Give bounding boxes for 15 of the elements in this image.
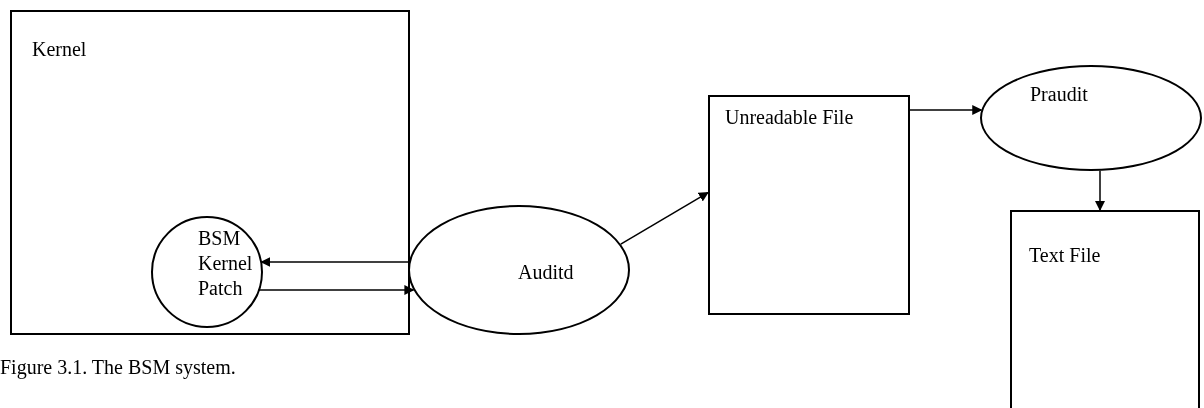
node-label: Kernel xyxy=(32,38,87,60)
file-box xyxy=(1010,210,1200,408)
arrow xyxy=(1095,170,1105,211)
file-box xyxy=(708,95,910,315)
arrow xyxy=(620,191,709,245)
caption: Figure 3.1. The BSM system. xyxy=(0,356,236,378)
arrow xyxy=(909,105,983,115)
arrow xyxy=(260,257,410,267)
node-label: Praudit xyxy=(1030,83,1088,105)
arrow xyxy=(257,285,415,295)
node-label: Text File xyxy=(1029,244,1101,266)
node-label: Unreadable File xyxy=(725,106,854,128)
node-label: BSM Kernel Patch xyxy=(198,227,253,299)
node-label: Auditd xyxy=(518,261,574,283)
kernel-box xyxy=(10,10,410,335)
